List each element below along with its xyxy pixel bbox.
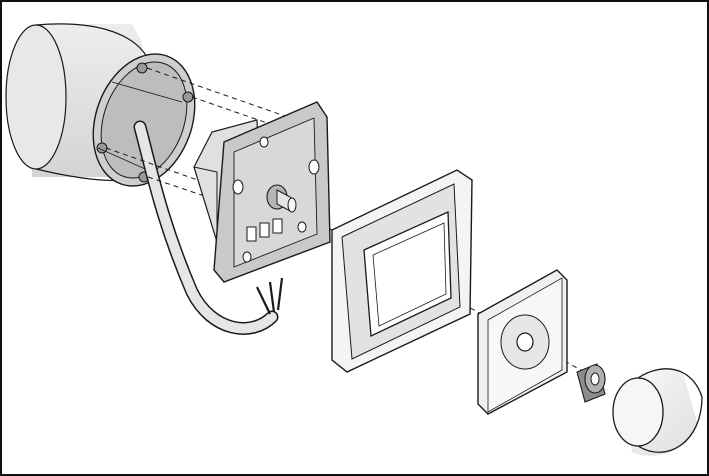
center-plate xyxy=(477,269,568,415)
knurled-nut xyxy=(576,363,606,403)
cover-frame xyxy=(331,169,473,373)
wall-box xyxy=(5,23,196,187)
rotary-knob xyxy=(612,368,703,456)
dimmer-shaft-icon xyxy=(266,184,297,213)
dimmer-insert xyxy=(193,101,331,283)
cable xyxy=(133,120,284,335)
